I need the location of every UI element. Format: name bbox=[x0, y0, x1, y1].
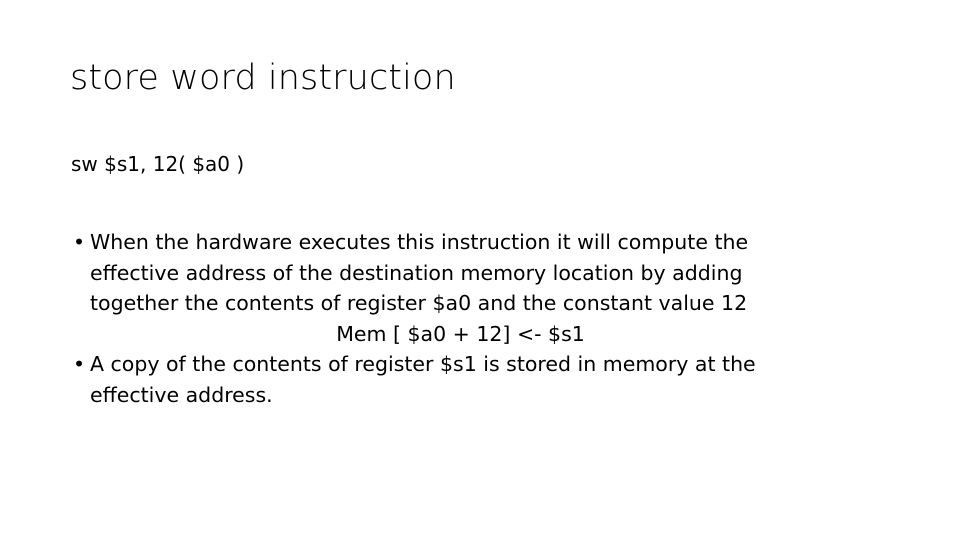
bullet-icon: • bbox=[73, 230, 86, 254]
list-item-label: A copy of the contents of register $s1 i… bbox=[90, 352, 756, 407]
memory-transfer-formula: Mem [ $a0 + 12] <- $s1 bbox=[336, 321, 585, 346]
instruction-code-line: sw $s1, 12( $a0 ) bbox=[71, 152, 245, 176]
bullet-icon: • bbox=[73, 352, 86, 376]
body-content: • When the hardware executes this instru… bbox=[71, 227, 831, 410]
list-item: • When the hardware executes this instru… bbox=[71, 227, 831, 319]
list-item: • A copy of the contents of register $s1… bbox=[71, 349, 831, 410]
page-title: store word instruction bbox=[70, 58, 456, 98]
list-item-label: When the hardware executes this instruct… bbox=[90, 230, 749, 315]
